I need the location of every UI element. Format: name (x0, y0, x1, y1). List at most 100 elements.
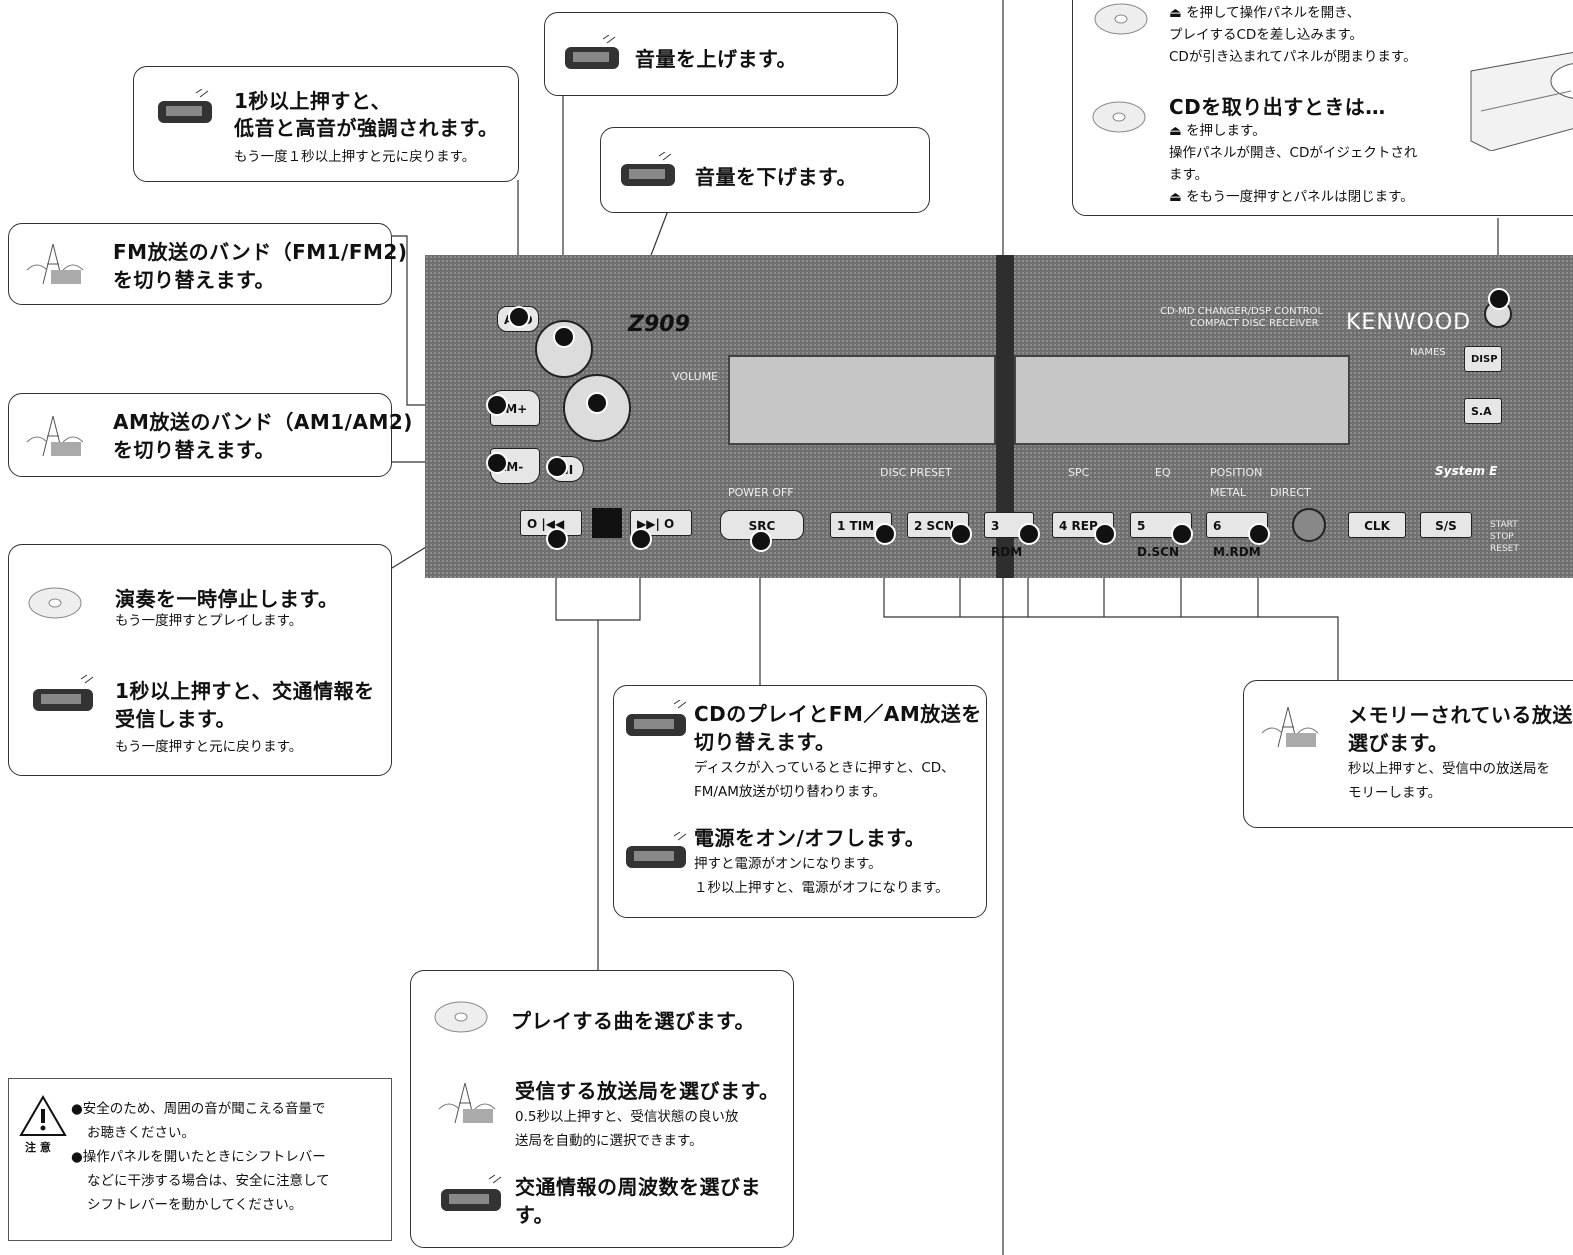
am-band-callout: AM放送のバンド（AM1/AM2) を切り替えます。 (8, 393, 412, 477)
pointer-dot-fm (486, 394, 508, 416)
ss-button[interactable]: S/S (1420, 512, 1472, 538)
power-title: 電源をオン/オフします。 (694, 826, 926, 850)
spc-label: SPC (1068, 466, 1090, 479)
eject-note-1: を押します。 (1186, 123, 1266, 139)
ti-title-1: 1秒以上押すと、交通情報を (115, 679, 375, 703)
direct-label: DIRECT (1270, 486, 1311, 499)
fm-band-text-1: FM放送のバンド（FM1/FM2) (113, 240, 408, 264)
cd-disc-icon (27, 585, 83, 625)
caution-text-3: ●操作パネルを開いたときにシフトレバー (71, 1149, 326, 1165)
volume-label: VOLUME (672, 370, 719, 383)
pointer-dot-preset-3 (1018, 523, 1040, 545)
src-note-1: ディスクが入っているときに押すと、CD、 (694, 760, 955, 776)
preset-title-2: 選びます。 (1348, 731, 1449, 755)
src-button[interactable]: SRC (720, 510, 804, 540)
tuner-title: 受信する放送局を選びます。 (515, 1079, 780, 1103)
track-ti-title-2: す。 (515, 1203, 554, 1227)
page-gutter (996, 255, 1014, 578)
panel-subtitle-1: CD-MD CHANGER/DSP CONTROL (1160, 306, 1324, 317)
cd-disc-icon (1091, 99, 1147, 139)
power-note-1: 押すと電源がオンになります。 (694, 856, 882, 872)
remote-control-icon (624, 699, 694, 744)
fm-band-callout: FM放送のバンド（FM1/FM2) を切り替えます。 (8, 223, 407, 305)
track-callout: プレイする曲を選びます。 受信する放送局を選びます。 0.5秒以上押すと、受信状… (410, 970, 794, 1248)
src-title-2: 切り替えます。 (694, 730, 836, 754)
model-logo: Z909 (628, 312, 690, 337)
eject-text-2: プレイするCDを差し込みます。 (1169, 27, 1363, 43)
sa-button[interactable]: S.A (1464, 398, 1502, 424)
cd-disc-icon (433, 999, 489, 1039)
ir-sensor (592, 508, 622, 538)
eject-text-3: CDが引き込まれてパネルが閉まります。 (1169, 49, 1417, 65)
src-callout: CDのプレイとFM／AM放送を 切り替えます。 ディスクが入っているときに押すと… (613, 685, 987, 918)
caution-text-4: などに干渉する場合は、安全に注意して (87, 1173, 330, 1189)
pointer-dot-pause (546, 456, 568, 478)
disp-button[interactable]: DISP (1464, 346, 1502, 372)
volume-down-callout: 音量を下げます。 (600, 127, 930, 213)
clk-button[interactable]: CLK (1348, 512, 1406, 538)
track-cd-text: プレイする曲を選びます。 (511, 1009, 755, 1033)
remote-control-icon (624, 831, 694, 876)
remote-control-icon (563, 34, 623, 77)
pointer-dot-am (486, 452, 508, 474)
cd-disc-icon (1093, 1, 1149, 41)
preset-callout: メモリーされている放送 選びます。 秒以上押すと、受信中の放送局を モリーします… (1243, 680, 1573, 828)
pointer-dot-volume-down (586, 392, 608, 414)
eject-note-2: 操作パネルが開き、CDがイジェクトされ (1169, 145, 1418, 161)
panel-subtitle-2: COMPACT DISC RECEIVER (1190, 318, 1319, 329)
power-off-label: POWER OFF (728, 486, 794, 499)
am-band-text-1: AM放送のバンド（AM1/AM2) (113, 410, 413, 434)
eject-title: CDを取り出すときは… (1169, 95, 1386, 119)
metal-label: METAL (1210, 486, 1246, 499)
preset-note-1: 秒以上押すと、受信中の放送局を (1348, 761, 1550, 777)
brand-logo: KENWOOD (1346, 310, 1472, 335)
pointer-dot-prev (546, 528, 568, 550)
pointer-dot-preset-4 (1094, 523, 1116, 545)
src-title-1: CDのプレイとFM／AM放送を (694, 702, 982, 726)
lcd-display-right (1014, 355, 1350, 445)
remote-control-icon (156, 88, 216, 131)
remote-control-icon (439, 1174, 509, 1219)
eject-icon: ⏏ (1169, 123, 1182, 139)
caution-text-1: ●安全のため、周囲の音が聞こえる音量で (71, 1101, 326, 1117)
pointer-dot-src (750, 530, 772, 552)
lcd-display-left (728, 355, 996, 445)
radio-tower-icon (1258, 703, 1328, 755)
pause-title: 演奏を一時停止します。 (115, 587, 339, 611)
caution-text-5: シフトレバーを動かしてください。 (87, 1197, 303, 1213)
pause-note: もう一度押すとプレイします。 (115, 613, 303, 629)
remote-control-icon (31, 674, 101, 719)
eq-label: EQ (1155, 466, 1171, 479)
caution-text-2: お聴きください。 (87, 1125, 195, 1141)
ti-title-2: 受信します。 (115, 707, 236, 731)
ti-note: もう一度押すと元に戻ります。 (115, 739, 303, 755)
pointer-dot-next (630, 528, 652, 550)
warning-icon (19, 1095, 67, 1141)
preset-title-1: メモリーされている放送 (1348, 703, 1573, 727)
pause-callout: 演奏を一時停止します。 もう一度押すとプレイします。 1秒以上押すと、交通情報を… (8, 544, 392, 776)
remote-control-icon (619, 151, 679, 194)
track-ti-title-1: 交通情報の周波数を選びま (515, 1175, 761, 1199)
eject-icon: ⏏ (1169, 5, 1182, 21)
power-note-2: １秒以上押すと、電源がオフになります。 (694, 880, 949, 896)
radio-tower-icon (23, 412, 93, 464)
caution-label: 注 意 (25, 1141, 51, 1154)
eject-note-4: をもう一度押すとパネルは閉じます。 (1186, 189, 1414, 205)
preset-5-button[interactable]: 5 D.SCN (1130, 512, 1192, 559)
eject-text-1: を押して操作パネルを開き、 (1186, 5, 1361, 21)
tuner-note-2: 送局を自動的に選択できます。 (515, 1133, 703, 1149)
am-band-text-2: を切り替えます。 (113, 438, 275, 462)
start-label: START (1490, 520, 1518, 530)
fm-band-text-2: を切り替えます。 (113, 268, 275, 292)
rotary-encoder[interactable] (1292, 508, 1326, 542)
volume-up-text: 音量を上げます。 (635, 47, 797, 71)
preset-note-2: モリーします。 (1348, 785, 1442, 801)
radio-tower-icon (23, 240, 93, 292)
tuner-note-1: 0.5秒以上押すと、受信状態の良い放 (515, 1109, 739, 1125)
pointer-dot-preset-1 (874, 523, 896, 545)
volume-up-callout: 音量を上げます。 (544, 12, 898, 96)
reset-label: RESET (1490, 544, 1519, 554)
aud-title-2: 低音と高音が強調されます。 (234, 116, 499, 140)
eject-note-3: ます。 (1169, 167, 1209, 183)
cd-slot-illustration (1461, 41, 1573, 155)
